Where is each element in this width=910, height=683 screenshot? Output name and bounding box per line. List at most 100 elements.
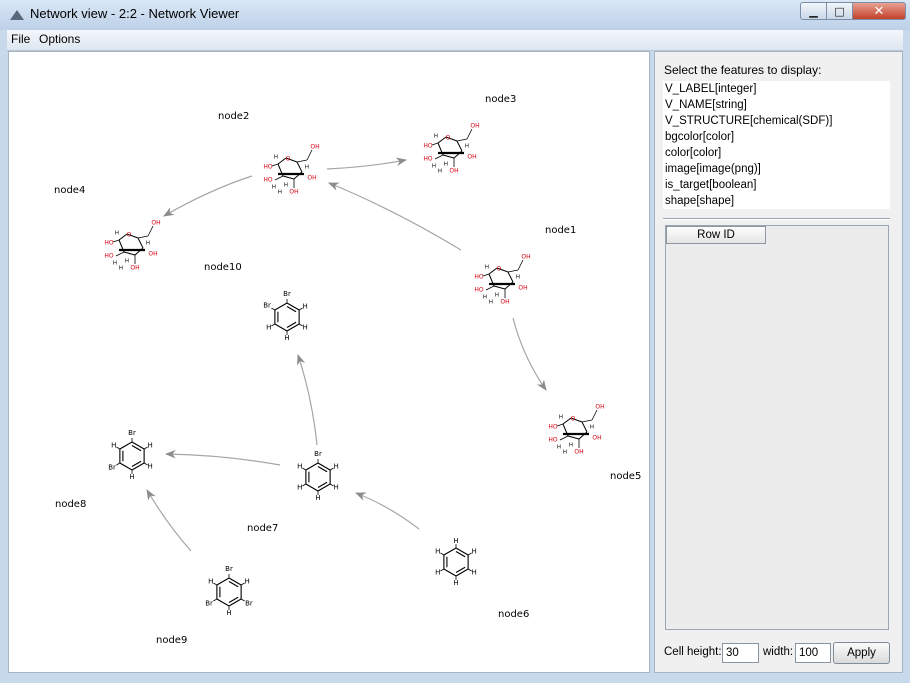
bond — [213, 582, 218, 586]
feature-item[interactable]: V_LABEL[integer] — [665, 83, 757, 95]
apply-button[interactable]: Apply — [833, 642, 890, 664]
bond — [581, 419, 593, 423]
minimize-button[interactable]: ▁ — [800, 2, 827, 20]
atom-label: H — [148, 442, 153, 450]
features-list[interactable]: V_LABEL[integer] V_NAME[string] V_STRUCT… — [663, 81, 890, 209]
cell-height-label: Cell height: — [664, 646, 722, 658]
maximize-button[interactable]: □ — [827, 2, 853, 20]
bond — [277, 157, 287, 165]
network-graph[interactable]: OOHHOHOHHHOHHOHHOOHHOHOHHHOHHOHHOOHHOHOH… — [9, 52, 649, 672]
atom-label: HO — [104, 253, 114, 260]
edge-node7-node10[interactable] — [296, 353, 318, 446]
bond — [456, 140, 463, 152]
edge-node2-node4[interactable] — [163, 175, 253, 217]
atom-label: H — [315, 494, 320, 502]
close-button[interactable]: ✕ — [853, 2, 906, 20]
atom-label: Br — [245, 600, 253, 608]
bond — [137, 237, 144, 249]
atom-label: O — [571, 416, 576, 423]
bond — [286, 302, 300, 311]
bond — [286, 323, 300, 332]
atom-label: OH — [470, 123, 479, 130]
feature-item[interactable]: V_NAME[string] — [665, 99, 747, 111]
atom-label: H — [516, 275, 520, 281]
atom-label: H — [303, 324, 308, 332]
atom-label: O — [127, 232, 132, 239]
cell-height-input[interactable]: 30 — [722, 643, 759, 663]
panel-divider[interactable] — [663, 218, 890, 220]
node-label-node7: node7 — [247, 523, 279, 534]
bond — [591, 409, 598, 421]
atom-label: H — [208, 578, 213, 586]
bond — [116, 462, 121, 466]
bond — [445, 136, 458, 142]
bond — [216, 577, 230, 586]
edge-node7-node8[interactable] — [164, 449, 281, 466]
node-label-node4: node4 — [54, 185, 86, 196]
feature-item[interactable]: shape[shape] — [665, 195, 735, 207]
bond — [228, 581, 239, 588]
feature-item[interactable]: V_STRUCTURE[chemical(SDF)] — [665, 115, 833, 127]
edge-node6-node7[interactable] — [354, 492, 420, 530]
bond — [298, 307, 303, 311]
bond — [443, 568, 457, 577]
bond — [317, 483, 331, 492]
node-label-node3: node3 — [485, 94, 517, 105]
bond — [123, 251, 136, 256]
width-input[interactable]: 100 — [795, 643, 831, 663]
bond — [317, 481, 328, 488]
menu-options[interactable]: Options — [39, 32, 81, 46]
bond — [112, 239, 120, 243]
bond — [485, 285, 495, 291]
atom-label: Br — [225, 565, 233, 573]
title-bar[interactable]: Network view - 2:2 - Network Viewer ▁ □ … — [0, 0, 910, 30]
atom-label: H — [495, 293, 499, 299]
atom-label: H — [435, 548, 440, 556]
column-header-row-id[interactable]: Row ID — [666, 226, 766, 244]
atom-label: HO — [263, 164, 273, 171]
bond — [240, 598, 245, 602]
bond — [493, 285, 506, 290]
feature-item[interactable]: is_target[boolean] — [665, 179, 757, 191]
bond — [455, 568, 469, 577]
feature-item[interactable]: image[image(png)] — [665, 163, 761, 175]
feature-item[interactable]: bgcolor[color] — [665, 131, 735, 143]
bond — [131, 441, 145, 450]
atom-label: OH — [500, 299, 509, 306]
atom-label: O — [286, 156, 291, 163]
menu-file[interactable]: File — [11, 32, 31, 46]
atom-label: H — [115, 231, 119, 237]
edge-node1-node2[interactable] — [328, 182, 462, 251]
atom-label: H — [590, 425, 594, 431]
bond — [442, 154, 455, 159]
atom-label: O — [446, 135, 451, 142]
atom-label: HO — [548, 437, 558, 444]
edge-node9-node8[interactable] — [146, 489, 192, 552]
bond — [466, 128, 473, 140]
feature-table[interactable]: Row ID — [665, 225, 889, 630]
bond — [467, 552, 472, 556]
edge-node2-node3[interactable] — [326, 157, 408, 170]
feature-item[interactable]: color[color] — [665, 147, 722, 159]
atom-label: H — [438, 169, 442, 175]
atom-label: H — [266, 324, 271, 332]
atom-label: H — [472, 569, 477, 577]
edge-node1-node5[interactable] — [512, 317, 547, 391]
bond — [228, 577, 242, 586]
atom-label: H — [111, 442, 116, 450]
bond — [455, 551, 466, 558]
bond — [271, 307, 276, 311]
bond — [274, 302, 288, 311]
atom-label: OH — [449, 168, 458, 175]
